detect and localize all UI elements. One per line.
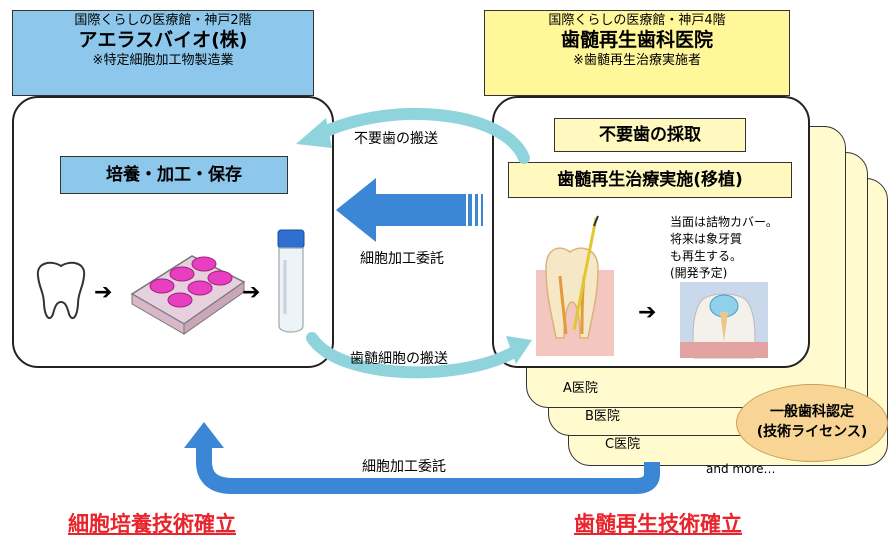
arrow-treatment: ➔ xyxy=(638,300,657,325)
and-more-label: and more… xyxy=(706,462,776,476)
bottom-arrow-label: 歯髄細胞の搬送 xyxy=(350,351,448,367)
middle-arrow-label: 細胞加工委託 xyxy=(360,251,444,267)
license-line2: (技術ライセンス) xyxy=(756,424,868,440)
footer-left-title: 細胞培養技術確立 xyxy=(68,512,236,536)
left-header-company: アエラスバイオ(株) xyxy=(78,29,248,52)
right-header: 国際くらしの医療館・神戸4階 歯髄再生歯科医院 ※歯髄再生治療実施者 xyxy=(484,10,790,96)
culture-plate-icon xyxy=(130,255,246,335)
note-line-3: も再生する。 xyxy=(670,249,743,263)
tooth-root-canal-icon xyxy=(536,215,614,356)
right-panel: 不要歯の採取 歯髄再生治療実施(移植) ➔ 当面は詰物カバー。 将来は象牙質 も… xyxy=(492,96,810,368)
note-line-1: 当面は詰物カバー。 xyxy=(670,215,778,229)
right-header-clinic: 歯髄再生歯科医院 xyxy=(560,29,713,52)
capped-tooth-icon xyxy=(680,282,768,359)
note-line-4: (開発予定) xyxy=(670,266,728,280)
right-header-location: 国際くらしの医療館・神戸4階 xyxy=(548,13,726,28)
note-line-2: 将来は象牙質 xyxy=(670,232,743,246)
tooth-icon xyxy=(36,261,86,320)
arrow-tooth-to-plate: ➔ xyxy=(94,280,113,305)
return-arrow-label: 細胞加工委託 xyxy=(362,459,446,475)
clinic-label-a: A医院 xyxy=(563,381,598,396)
arrow-plate-to-vial: ➔ xyxy=(242,280,261,305)
footer-right-title: 歯髄再生技術確立 xyxy=(574,512,742,536)
left-panel: 培養・加工・保存 ➔ ➔ xyxy=(12,96,334,368)
extraction-title: 不要歯の採取 xyxy=(554,118,746,152)
vial-icon xyxy=(277,229,305,333)
process-title: 培養・加工・保存 xyxy=(60,156,288,194)
clinic-label-b: B医院 xyxy=(585,409,620,424)
left-header: 国際くらしの医療館・神戸2階 アエラスバイオ(株) ※特定細胞加工物製造業 xyxy=(12,10,314,96)
treatment-note: 当面は詰物カバー。 将来は象牙質 も再生する。 (開発予定) xyxy=(670,214,778,282)
left-header-location: 国際くらしの医療館・神戸2階 xyxy=(74,13,252,28)
left-header-license: ※特定細胞加工物製造業 xyxy=(92,53,234,68)
treatment-title: 歯髄再生治療実施(移植) xyxy=(508,162,792,198)
right-header-role: ※歯髄再生治療実施者 xyxy=(573,53,701,68)
top-arrow-label: 不要歯の搬送 xyxy=(354,131,438,147)
license-badge: 一般歯科認定 (技術ライセンス) xyxy=(736,384,888,462)
license-line1: 一般歯科認定 xyxy=(770,404,854,420)
clinic-label-c: C医院 xyxy=(605,437,641,452)
